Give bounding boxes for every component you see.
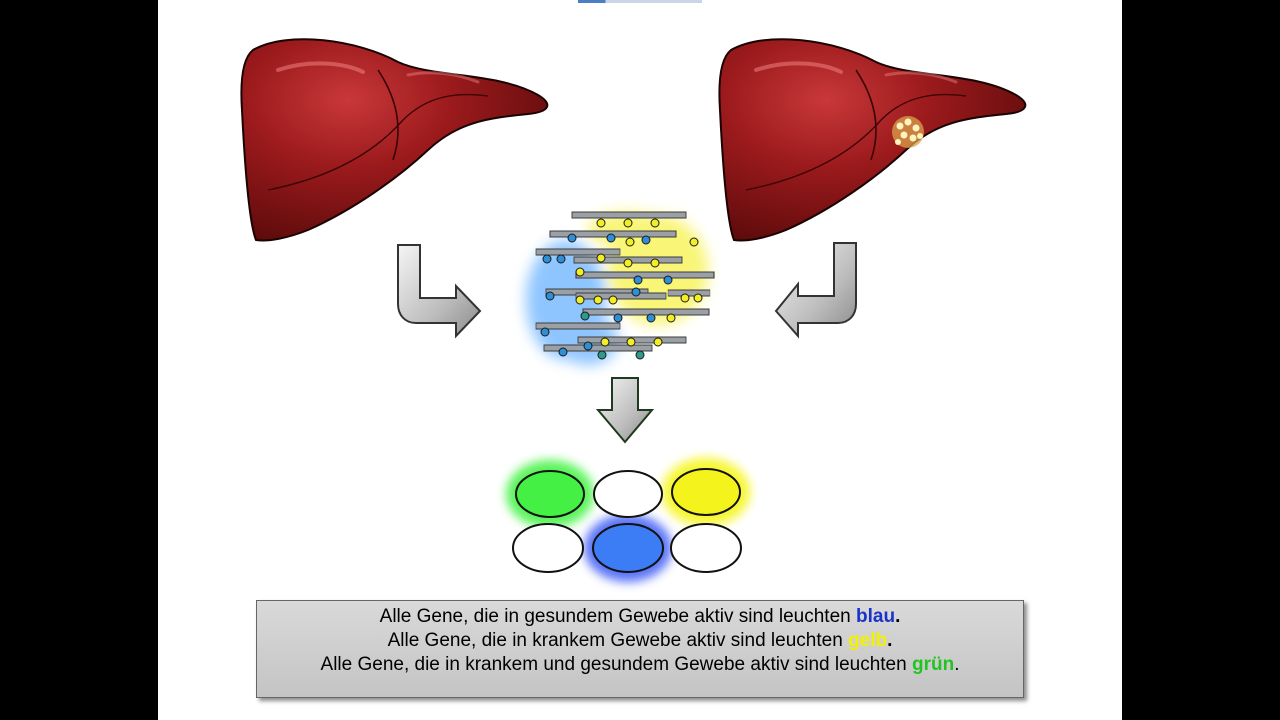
tumor-liver-icon <box>717 37 1028 243</box>
caption-line-diseased-text: Alle Gene, die in krankem Gewebe aktiv s… <box>387 630 849 651</box>
spot-white-right <box>670 523 742 573</box>
microarray-icon <box>506 458 750 582</box>
caption-line-both: Alle Gene, die in krankem und gesundem G… <box>257 653 1023 677</box>
keyword-blau: blau <box>856 606 896 627</box>
keyword-gelb: gelb <box>848 630 888 651</box>
mixed-dna-icon <box>526 211 715 365</box>
spot-green <box>515 470 585 518</box>
spot-yellow <box>671 468 741 516</box>
arrow-diseased-to-dna-icon <box>774 242 857 339</box>
tumor-spot-icon <box>892 116 924 148</box>
top-tab-fragment <box>578 0 702 3</box>
caption-line-diseased: Alle Gene, die in krankem Gewebe aktiv s… <box>257 629 1023 653</box>
spot-white-top <box>593 470 663 518</box>
keyword-gruen: grün <box>911 654 955 675</box>
caption-line-both-end: . <box>954 654 960 675</box>
caption-line-healthy-end: . <box>895 606 901 627</box>
slide: Alle Gene, die in gesundem Gewebe aktiv … <box>158 0 1122 720</box>
caption-line-both-text: Alle Gene, die in krankem und gesundem G… <box>320 654 912 675</box>
arrow-healthy-to-dna-icon <box>397 244 482 339</box>
arrow-down-icon <box>595 377 655 444</box>
caption-line-healthy-text: Alle Gene, die in gesundem Gewebe aktiv … <box>379 606 856 627</box>
illustration <box>239 37 1028 582</box>
caption-line-diseased-end: . <box>887 630 893 651</box>
healthy-liver-icon <box>239 37 550 243</box>
spot-blue <box>592 523 664 573</box>
caption-box: Alle Gene, die in gesundem Gewebe aktiv … <box>256 600 1024 698</box>
spot-white-left <box>512 523 584 573</box>
caption-line-healthy: Alle Gene, die in gesundem Gewebe aktiv … <box>257 605 1023 629</box>
